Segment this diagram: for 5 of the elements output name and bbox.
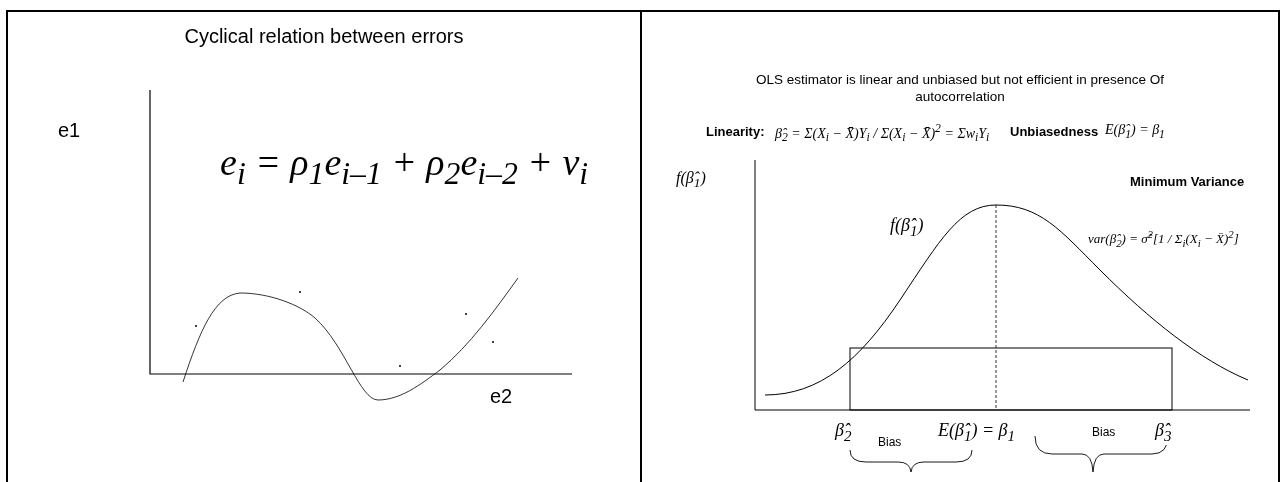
formula: var(β̂$_{2}$) = σ̂$^{2}$[1 / Σ$_{i}$(X$_{i}$ − X̄)$^{2}$]	[1088, 228, 1239, 250]
point-label: β̂$_{3}$	[1155, 420, 1172, 445]
term-label: Linearity:	[706, 124, 765, 140]
panel-title: OLS estimator is linear and unbiased but not efficient in presence Of autocorrelation	[755, 72, 1165, 106]
panel-title: Cyclical relation between errors	[183, 24, 465, 49]
